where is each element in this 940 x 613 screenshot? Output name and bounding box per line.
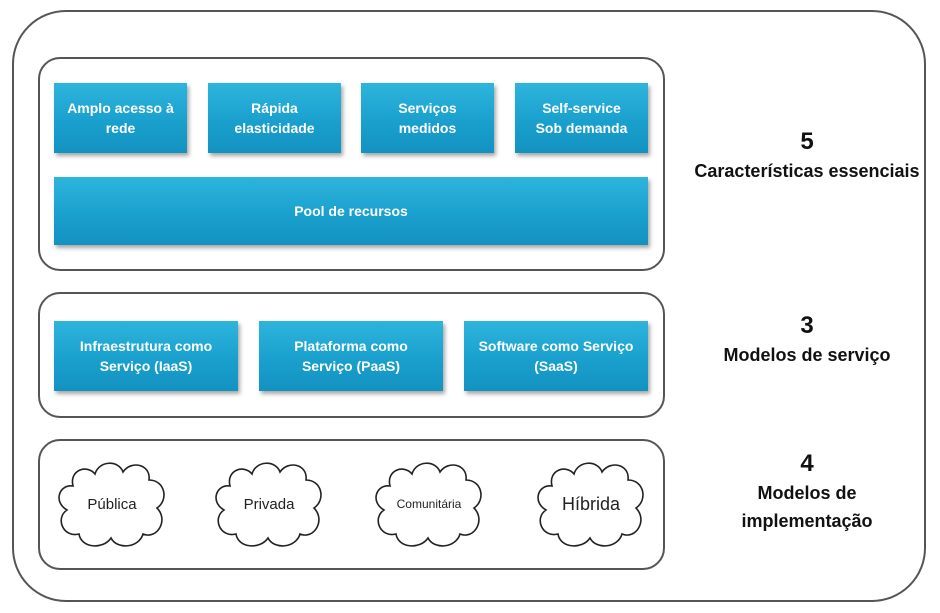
iaas-line2: Serviço (IaaS) xyxy=(99,358,193,374)
paas-line2: Serviço (PaaS) xyxy=(301,358,401,374)
measured-services-box: Serviços medidos xyxy=(361,83,494,153)
cloud-hybrid: Híbrida xyxy=(528,452,654,556)
paas-line1: Plataforma como xyxy=(294,338,408,354)
broad-network-access-box: Amplo acesso à rede xyxy=(54,83,187,153)
essential-title: Características essenciais xyxy=(694,161,920,181)
essential-count: 5 xyxy=(800,128,814,155)
cloud-icon xyxy=(375,462,482,547)
cloud-icon xyxy=(215,462,322,547)
paas-box: Plataforma como Serviço (PaaS) xyxy=(259,321,443,391)
deployment-title-line1: Modelos de xyxy=(757,483,857,503)
deployment-title-line2: implementação xyxy=(741,511,873,531)
cloud-community-label: Comunitária xyxy=(396,497,462,511)
measured-services-line1: Serviços xyxy=(398,100,457,116)
cloud-public-label: Pública xyxy=(87,495,137,513)
rapid-elasticity-line1: Rápida xyxy=(251,100,298,116)
iaas-box: Infraestrutura como Serviço (IaaS) xyxy=(54,321,238,391)
service-title: Modelos de serviço xyxy=(723,345,891,365)
deployment-models-label: 4 Modelos de implementação xyxy=(687,449,927,535)
resource-pool-box: Pool de recursos xyxy=(54,177,648,245)
cloud-community: Comunitária xyxy=(366,452,492,556)
broad-network-access-line1: Amplo acesso à xyxy=(67,100,174,116)
cloud-public: Pública xyxy=(49,452,175,556)
rapid-elasticity-line2: elasticidade xyxy=(234,120,315,136)
cloud-private: Privada xyxy=(206,452,332,556)
cloud-private-label: Privada xyxy=(243,495,295,513)
cloud-icon xyxy=(537,462,644,547)
rapid-elasticity-box: Rápida elasticidade xyxy=(208,83,341,153)
service-count: 3 xyxy=(800,312,814,339)
measured-services-line2: medidos xyxy=(398,120,457,136)
saas-line1: Software como Serviço xyxy=(478,338,634,354)
on-demand-self-service-line2: Sob demanda xyxy=(535,120,628,136)
essential-characteristics-label: 5 Características essenciais xyxy=(687,127,927,185)
saas-line2: (SaaS) xyxy=(534,358,578,374)
deployment-count: 4 xyxy=(800,450,814,477)
resource-pool-label: Pool de recursos xyxy=(294,203,408,219)
iaas-line1: Infraestrutura como xyxy=(79,338,213,354)
saas-box: Software como Serviço (SaaS) xyxy=(464,321,648,391)
service-models-label: 3 Modelos de serviço xyxy=(687,311,927,369)
on-demand-self-service-box: Self-service Sob demanda xyxy=(515,83,648,153)
cloud-hybrid-label: Híbrida xyxy=(561,493,621,514)
cloud-icon xyxy=(58,462,165,547)
broad-network-access-line2: rede xyxy=(105,120,136,136)
on-demand-self-service-line1: Self-service xyxy=(542,100,621,116)
